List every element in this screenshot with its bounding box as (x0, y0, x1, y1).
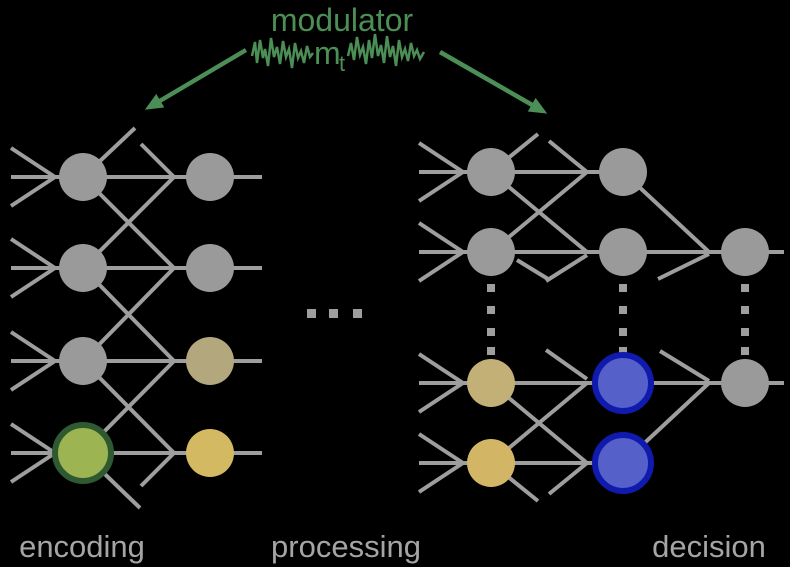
connection-lines-group (9, 126, 784, 510)
connection-line (544, 253, 589, 283)
dotted-line-dash (619, 306, 627, 314)
connection-line (139, 451, 176, 488)
neuron-node (592, 352, 654, 414)
connection-line (9, 422, 57, 455)
connection-line (547, 461, 589, 496)
connection-line (417, 381, 465, 414)
neuron-node (59, 337, 107, 385)
connection-line (9, 146, 57, 179)
connection-line (417, 352, 465, 385)
stage-label-processing: processing (271, 529, 421, 564)
neuron-node (59, 244, 107, 292)
stage-label-decision: decision (652, 529, 766, 564)
neuron-node (186, 153, 234, 201)
connection-line (544, 348, 589, 381)
neuron-node (59, 153, 107, 201)
dotted-line-dash (741, 284, 749, 292)
neuron-node (721, 228, 769, 276)
neuron-node (186, 244, 234, 292)
neuron-node (467, 359, 515, 407)
connection-line (9, 175, 57, 208)
neuron-node (467, 148, 515, 196)
neuron-node (186, 429, 234, 477)
ellipsis-dot (307, 309, 316, 318)
connection-line (547, 139, 589, 174)
signal-m-label: m (314, 35, 341, 71)
stage-label-encoding: encoding (19, 529, 145, 564)
connection-line (417, 250, 465, 283)
connection-line (515, 258, 550, 281)
dotted-line-dash (619, 284, 627, 292)
modulator-signal-waveform (346, 33, 426, 67)
dotted-line-dash (487, 328, 495, 336)
neuron-node (599, 228, 647, 276)
modulator-signal-waveform (250, 37, 314, 69)
neuron-node (467, 439, 515, 487)
modulator-title: modulator (271, 2, 414, 38)
neuron-node (599, 148, 647, 196)
dotted-line-dash (487, 284, 495, 292)
connection-line (417, 461, 465, 494)
dotted-line-dash (619, 328, 627, 336)
connection-line (9, 330, 57, 363)
signal-subscript-t-label: t (339, 51, 345, 76)
neuron-nodes-group (52, 148, 769, 494)
dotted-line-dash (619, 347, 627, 355)
connection-line (417, 170, 465, 203)
connection-line (9, 451, 57, 484)
neuron-node (52, 422, 114, 484)
dotted-continuation-group (307, 284, 749, 355)
dotted-line-dash (487, 347, 495, 355)
neuron-node (721, 359, 769, 407)
connection-line (658, 349, 711, 383)
connection-line (657, 252, 710, 281)
connection-line (417, 141, 465, 174)
modulator-arrows-group (144, 48, 548, 114)
connection-line (139, 142, 176, 179)
neuron-node (186, 337, 234, 385)
neuron-node (592, 432, 654, 494)
dotted-line-dash (741, 347, 749, 355)
connection-line (417, 221, 465, 254)
modulator-arrow (144, 48, 248, 110)
dotted-line-dash (487, 306, 495, 314)
connection-line (9, 359, 57, 392)
neuron-node (467, 228, 515, 276)
connection-line (9, 237, 57, 270)
modulator-waveform-group (250, 33, 426, 69)
dotted-line-dash (741, 328, 749, 336)
modulator-arrow (438, 50, 548, 114)
ellipsis-dot (353, 309, 362, 318)
dotted-line-dash (741, 306, 749, 314)
ellipsis-dot (329, 309, 338, 318)
connection-line (9, 266, 57, 299)
connection-line (417, 432, 465, 465)
